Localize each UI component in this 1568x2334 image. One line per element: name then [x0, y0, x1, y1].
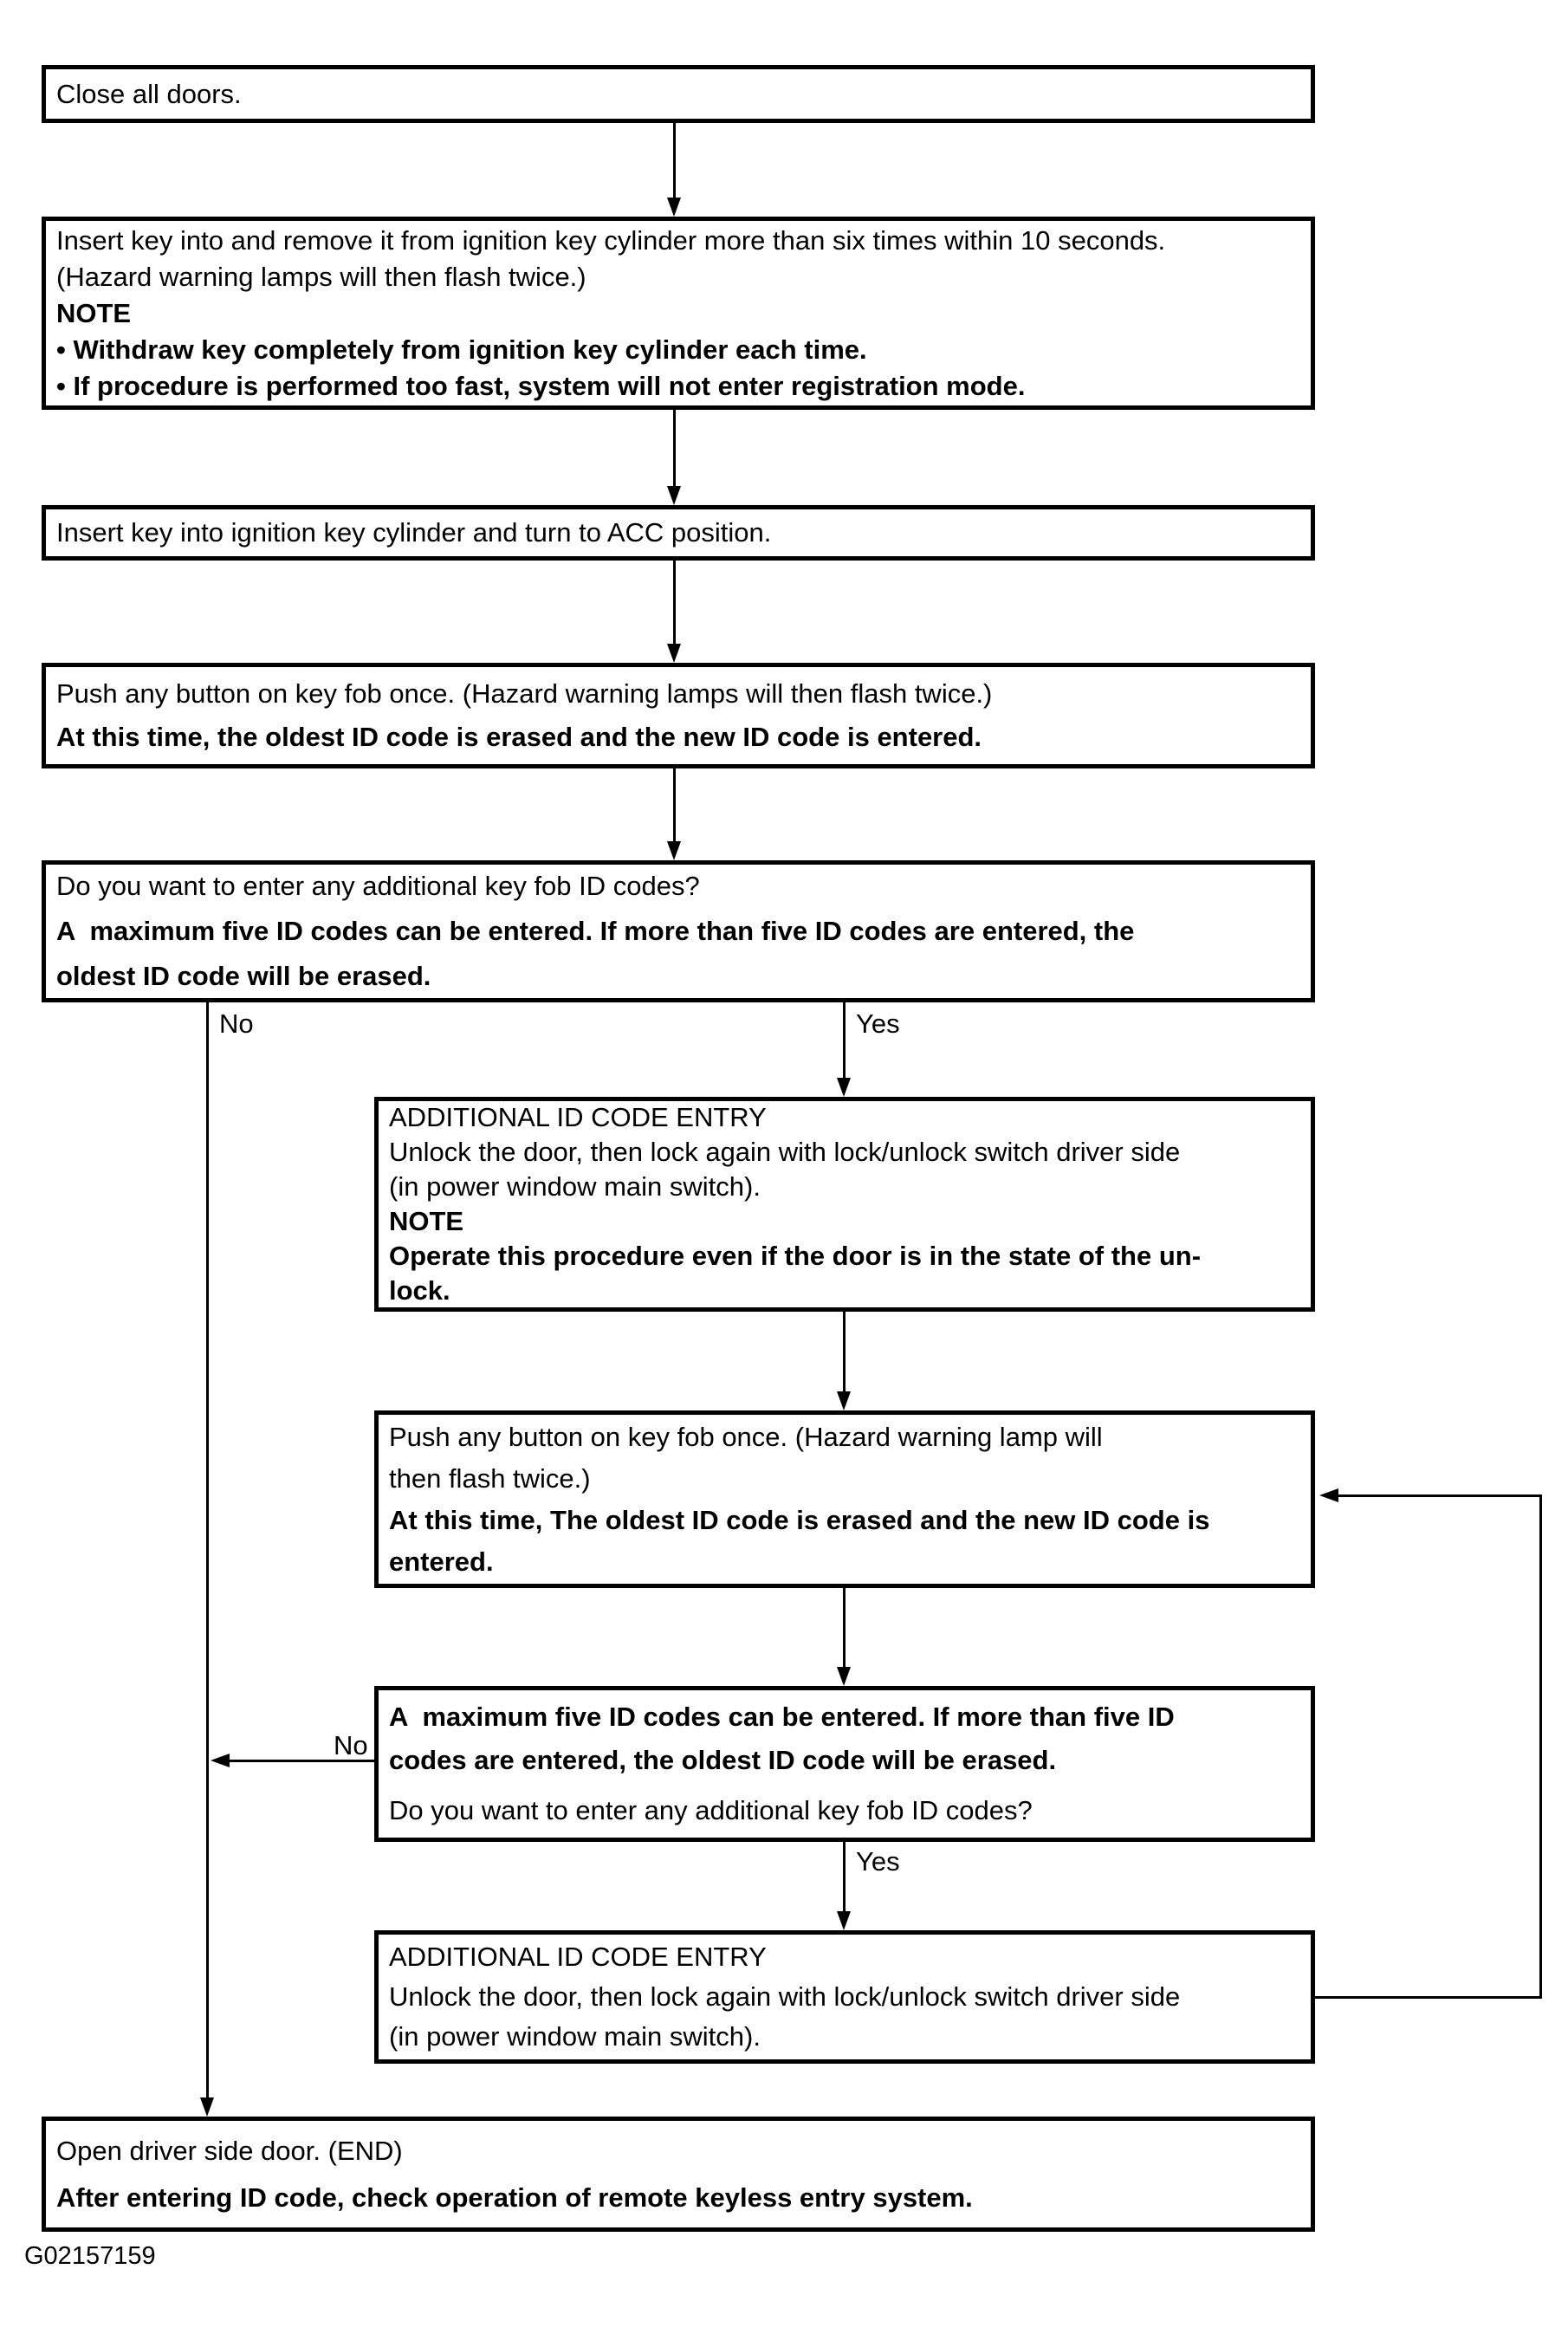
- step-open-door-end: Open driver side door. (END) After enter…: [42, 2117, 1315, 2232]
- connector-loop-right: [1539, 1494, 1542, 1999]
- text-line: • If procedure is performed too fast, sy…: [56, 370, 1026, 401]
- connector-no-branch: [206, 1002, 209, 2097]
- text-line: Do you want to enter any additional key …: [389, 1795, 1033, 1825]
- text-line: Operate this procedure even if the door …: [389, 1241, 1202, 1271]
- text-line: A maximum five ID codes can be entered. …: [389, 1702, 1175, 1732]
- connector-2-3: [673, 410, 676, 486]
- text-line: Push any button on key fob once. (Hazard…: [389, 1421, 1103, 1452]
- connector-7-8: [843, 1588, 846, 1667]
- arrow-left-icon: [211, 1754, 230, 1767]
- text-line: At this time, the oldest ID code is eras…: [56, 722, 982, 752]
- figure-code: G02157159: [24, 2242, 156, 2270]
- text-line: After entering ID code, check operation …: [56, 2182, 973, 2213]
- text-line: Insert key into ignition key cylinder an…: [56, 517, 772, 548]
- text-line: NOTE: [389, 1206, 464, 1236]
- connector-3-4: [673, 561, 676, 644]
- text-line: Close all doors.: [56, 78, 242, 109]
- branch-label-yes: Yes: [856, 1846, 900, 1877]
- branch-label-yes: Yes: [856, 1008, 900, 1039]
- text-line: Open driver side door. (END): [56, 2135, 403, 2166]
- step-close-all-doors: Close all doors.: [42, 65, 1315, 123]
- arrow-down-icon: [200, 2097, 214, 2117]
- step-turn-to-acc: Insert key into ignition key cylinder an…: [42, 505, 1315, 561]
- text-line: (Hazard warning lamps will then flash tw…: [56, 261, 586, 292]
- text-line: • Withdraw key completely from ignition …: [56, 334, 867, 365]
- connector-yes-2: [843, 1842, 846, 1911]
- step-additional-question-1: Do you want to enter any additional key …: [42, 860, 1315, 1002]
- connector-loop-bottom: [1315, 1996, 1542, 1999]
- arrow-down-icon: [837, 1667, 851, 1686]
- connector-6-7: [843, 1312, 846, 1391]
- step-push-button-1: Push any button on key fob once. (Hazard…: [42, 663, 1315, 768]
- connector-yes-branch: [843, 1002, 846, 1078]
- text-line: lock.: [389, 1275, 450, 1306]
- text-line: A maximum five ID codes can be entered. …: [56, 916, 1135, 946]
- branch-label-no: No: [219, 1008, 254, 1039]
- text-line: (in power window main switch).: [389, 2021, 761, 2052]
- arrow-down-icon: [837, 1078, 851, 1097]
- text-line: Push any button on key fob once. (Hazard…: [56, 678, 993, 709]
- text-line: ADDITIONAL ID CODE ENTRY: [389, 1942, 767, 1972]
- connector-no-2: [230, 1760, 374, 1762]
- text-line: entered.: [389, 1546, 494, 1577]
- step-insert-remove-key: Insert key into and remove it from ignit…: [42, 217, 1315, 410]
- connector-4-5: [673, 768, 676, 841]
- step-additional-entry-1: ADDITIONAL ID CODE ENTRY Unlock the door…: [374, 1097, 1315, 1312]
- arrow-down-icon: [667, 486, 681, 505]
- step-additional-question-2: A maximum five ID codes can be entered. …: [374, 1686, 1315, 1842]
- text-line: oldest ID code will be erased.: [56, 961, 431, 991]
- text-line: Do you want to enter any additional key …: [56, 871, 700, 901]
- step-additional-entry-2: ADDITIONAL ID CODE ENTRY Unlock the door…: [374, 1930, 1315, 2064]
- arrow-left-icon: [1319, 1488, 1338, 1502]
- arrow-down-icon: [667, 841, 681, 860]
- text-line: ADDITIONAL ID CODE ENTRY: [389, 1102, 767, 1132]
- text-line: At this time, The oldest ID code is eras…: [389, 1504, 1210, 1535]
- arrow-down-icon: [667, 198, 681, 217]
- text-line: Insert key into and remove it from ignit…: [56, 224, 1166, 256]
- text-line: codes are entered, the oldest ID code wi…: [389, 1745, 1057, 1775]
- text-line: Unlock the door, then lock again with lo…: [389, 1137, 1181, 1167]
- text-line: Unlock the door, then lock again with lo…: [389, 1981, 1181, 2012]
- arrow-down-icon: [837, 1911, 851, 1930]
- branch-label-no: No: [334, 1730, 368, 1760]
- text-line: then flash twice.): [389, 1462, 591, 1494]
- arrow-down-icon: [667, 644, 681, 663]
- connector-loop-top: [1338, 1494, 1542, 1497]
- connector-1-2: [673, 123, 676, 198]
- step-push-button-2: Push any button on key fob once. (Hazard…: [374, 1410, 1315, 1588]
- text-line: (in power window main switch).: [389, 1171, 761, 1202]
- arrow-down-icon: [837, 1391, 851, 1410]
- text-line: NOTE: [56, 297, 132, 328]
